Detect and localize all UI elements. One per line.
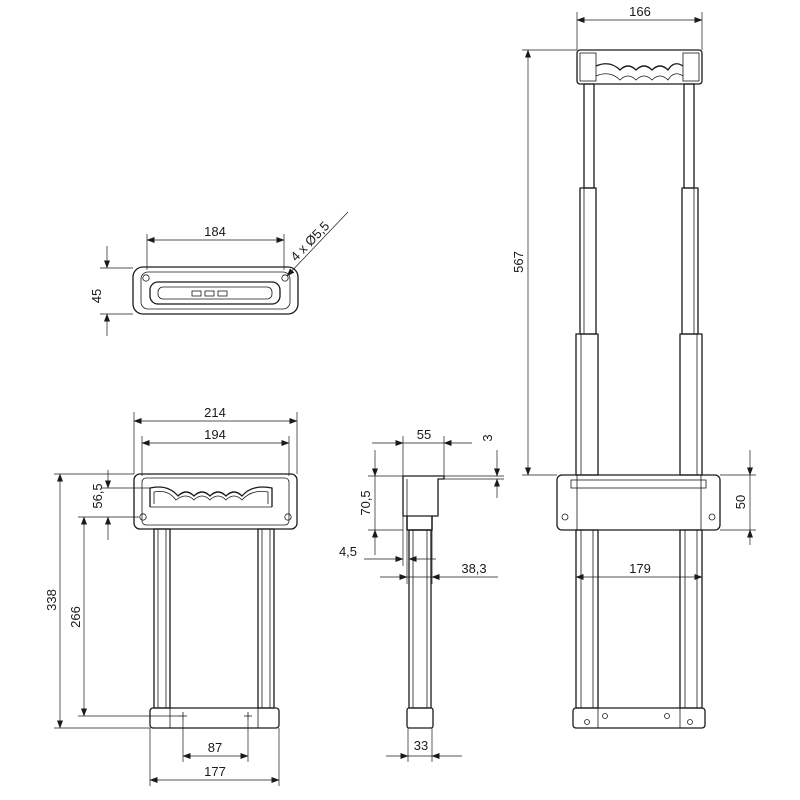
side-tube [408, 529, 432, 709]
front-hole-l [139, 513, 147, 521]
lock-button-2 [204, 290, 215, 297]
dim-3: 3 [480, 434, 495, 441]
dim-214: 214 [204, 405, 226, 420]
top-view-grip-inner [157, 286, 273, 300]
ext-tube-right-lower [679, 333, 703, 476]
dim-45: 45 [89, 289, 104, 303]
mount-hole-tl [142, 274, 150, 282]
side-bracket [402, 475, 445, 531]
front-head-block [133, 473, 298, 530]
front-hole-r [284, 513, 292, 521]
ext-foot [572, 707, 706, 729]
mount-hole-tr [281, 274, 289, 282]
top-view: 184 45 4 x Ø5,5 [89, 211, 349, 336]
lock-button-1 [191, 290, 202, 297]
ext-handle-top [576, 49, 703, 85]
hole-callout: 4 x Ø5,5 [287, 218, 332, 264]
hole-leader [286, 211, 349, 277]
ext-hole-r [708, 513, 716, 521]
top-view-plate [132, 266, 299, 315]
extended-view: 166 567 50 179 [511, 4, 756, 729]
front-tube-left [153, 528, 171, 709]
side-tube-collar [406, 515, 433, 531]
top-view-inner-plate [140, 271, 291, 310]
ext-tube-left-upper [583, 83, 595, 189]
dim-87: 87 [208, 740, 222, 755]
dim-33: 33 [414, 738, 428, 753]
dim-266: 266 [68, 606, 83, 628]
front-tube-right [257, 528, 275, 709]
front-foot [149, 707, 280, 729]
front-view: 214 194 338 266 56,5 87 177 [44, 405, 298, 786]
ext-tube-right-mid [681, 187, 699, 335]
front-handle-grip [149, 486, 273, 507]
lock-button-3 [217, 290, 228, 297]
dim-55: 55 [417, 427, 431, 442]
ext-tube-right-base [679, 529, 703, 709]
dim-338: 338 [44, 589, 59, 611]
dim-166: 166 [629, 4, 651, 19]
dim-4-5: 4,5 [339, 544, 357, 559]
dim-177: 177 [204, 764, 226, 779]
top-view-grip [149, 281, 281, 305]
dim-567: 567 [511, 251, 526, 273]
ext-handle-grip [595, 63, 684, 71]
dim-38-3: 38,3 [461, 561, 486, 576]
foot-mark-left [179, 712, 187, 720]
dim-194: 194 [204, 427, 226, 442]
ext-tube-left-lower [575, 333, 599, 476]
ext-head-block [556, 474, 721, 531]
side-foot [406, 707, 434, 729]
dim-179: 179 [629, 561, 651, 576]
dim-70-5: 70,5 [358, 490, 373, 515]
dim-184: 184 [204, 224, 226, 239]
ext-tube-left-base [575, 529, 599, 709]
side-view: 55 3 70,5 4,5 38,3 33 [339, 427, 504, 762]
ext-tube-right-upper [683, 83, 695, 189]
dim-50: 50 [733, 495, 748, 509]
ext-hole-l [561, 513, 569, 521]
ext-tube-left-mid [579, 187, 597, 335]
dim-56-5: 56,5 [90, 483, 105, 508]
foot-mark-right [244, 712, 252, 720]
